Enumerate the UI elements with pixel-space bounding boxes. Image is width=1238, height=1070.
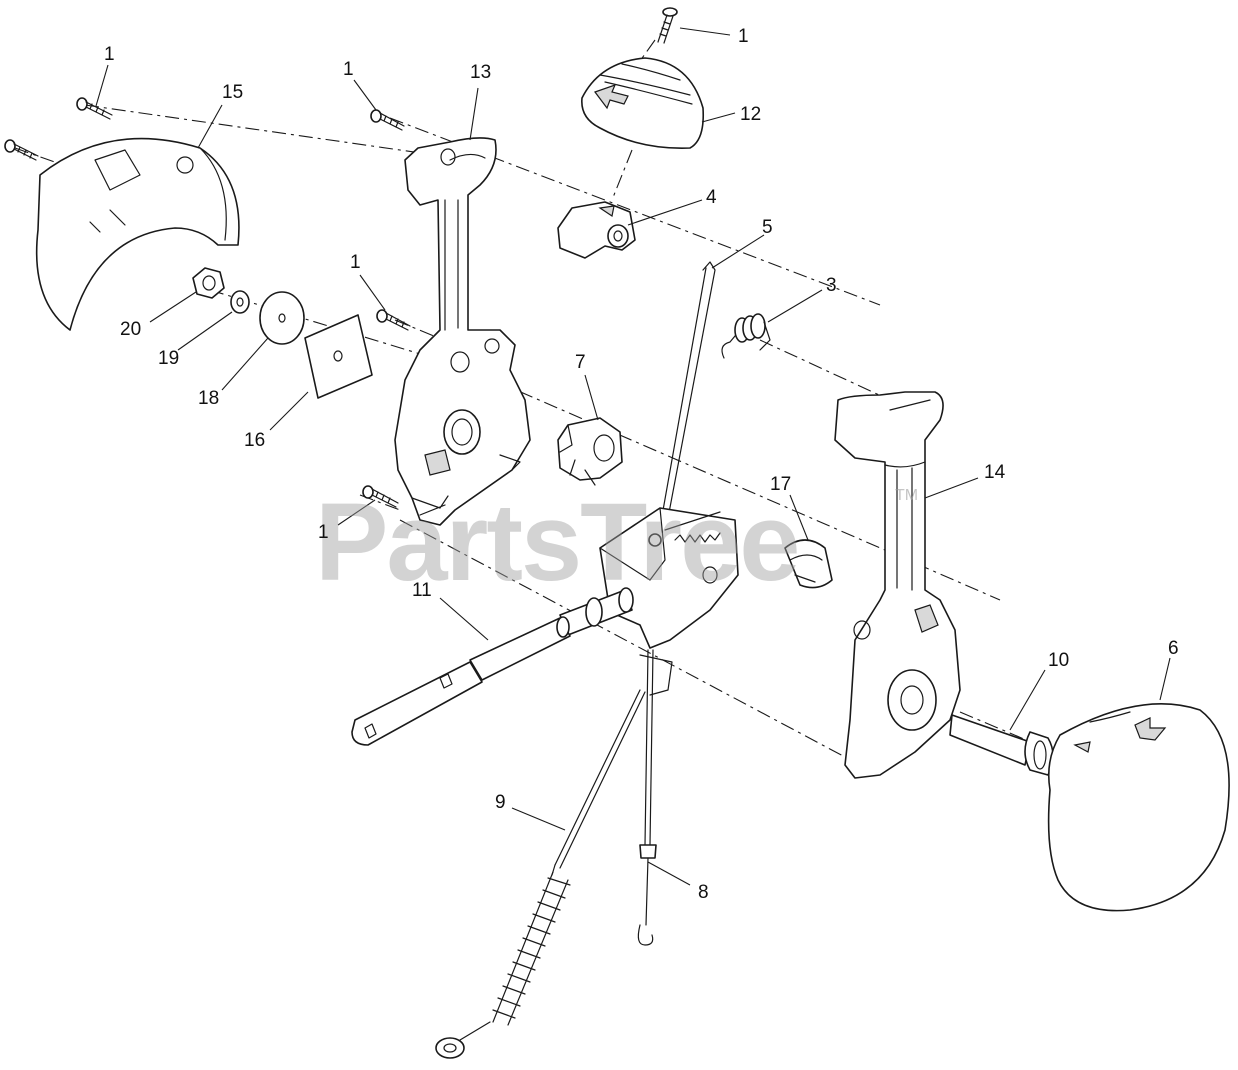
screw[interactable]: [76, 97, 113, 120]
part-17-bushing[interactable]: [784, 539, 833, 589]
callout-8: 8: [698, 882, 709, 903]
part-14-handle-right-half[interactable]: [834, 391, 961, 779]
callout-16: 16: [244, 430, 265, 451]
callout-5: 5: [762, 217, 773, 238]
callout-1: 1: [318, 522, 329, 543]
part-10-pivot-bolt[interactable]: [949, 714, 1054, 776]
watermark-trademark: TM: [895, 487, 918, 504]
screw[interactable]: [657, 7, 678, 44]
callout-19: 19: [158, 348, 179, 369]
callout-1: 1: [350, 252, 361, 273]
watermark: PartsTree TM: [315, 481, 918, 604]
callout-11: 11: [412, 580, 432, 601]
part-19-washer[interactable]: [230, 290, 250, 314]
callout-1: 1: [343, 59, 354, 80]
callout-18: 18: [198, 388, 219, 409]
part-20-nut[interactable]: [192, 267, 225, 299]
callout-14: 14: [984, 462, 1006, 483]
part-12-knob[interactable]: [581, 57, 705, 149]
callout-13: 13: [470, 62, 491, 83]
part-13-handle-left-half[interactable]: [394, 137, 531, 526]
part-7-cam[interactable]: [557, 417, 623, 486]
callout-7: 7: [575, 352, 586, 373]
watermark-text: PartsTree: [315, 481, 798, 604]
callout-1: 1: [738, 26, 749, 47]
callout-20: 20: [120, 319, 141, 340]
part-1-screws[interactable]: [4, 7, 678, 508]
part-11-shaft-bracket[interactable]: [351, 507, 739, 746]
callout-15: 15: [222, 82, 243, 103]
callout-4: 4: [706, 187, 717, 208]
part-4-detent[interactable]: [557, 201, 636, 259]
screw[interactable]: [362, 485, 399, 508]
part-8-cable[interactable]: [637, 649, 673, 946]
part-5-rod[interactable]: [661, 261, 716, 519]
part-9-cable-spring[interactable]: [435, 689, 646, 1059]
callout-labels: 1 1 1 1 1 3 4 5 6 7 8 9 10 11 12 13 14 1…: [104, 26, 1179, 903]
callout-12: 12: [740, 104, 761, 125]
part-18-flat-washer[interactable]: [259, 291, 305, 345]
callout-9: 9: [495, 792, 506, 813]
screw[interactable]: [370, 109, 405, 131]
callout-1: 1: [104, 44, 115, 65]
callout-10: 10: [1048, 650, 1069, 671]
leader-lines: [95, 27, 1171, 886]
part-3-spring[interactable]: [721, 313, 771, 359]
screw[interactable]: [4, 139, 39, 161]
callout-17: 17: [770, 474, 791, 495]
screw[interactable]: [376, 309, 411, 331]
callout-3: 3: [826, 275, 837, 296]
part-6-right-cover[interactable]: [1047, 703, 1230, 912]
part-16-friction-pad[interactable]: [304, 314, 373, 399]
part-15-left-cover[interactable]: [35, 137, 240, 331]
callout-6: 6: [1168, 638, 1179, 659]
